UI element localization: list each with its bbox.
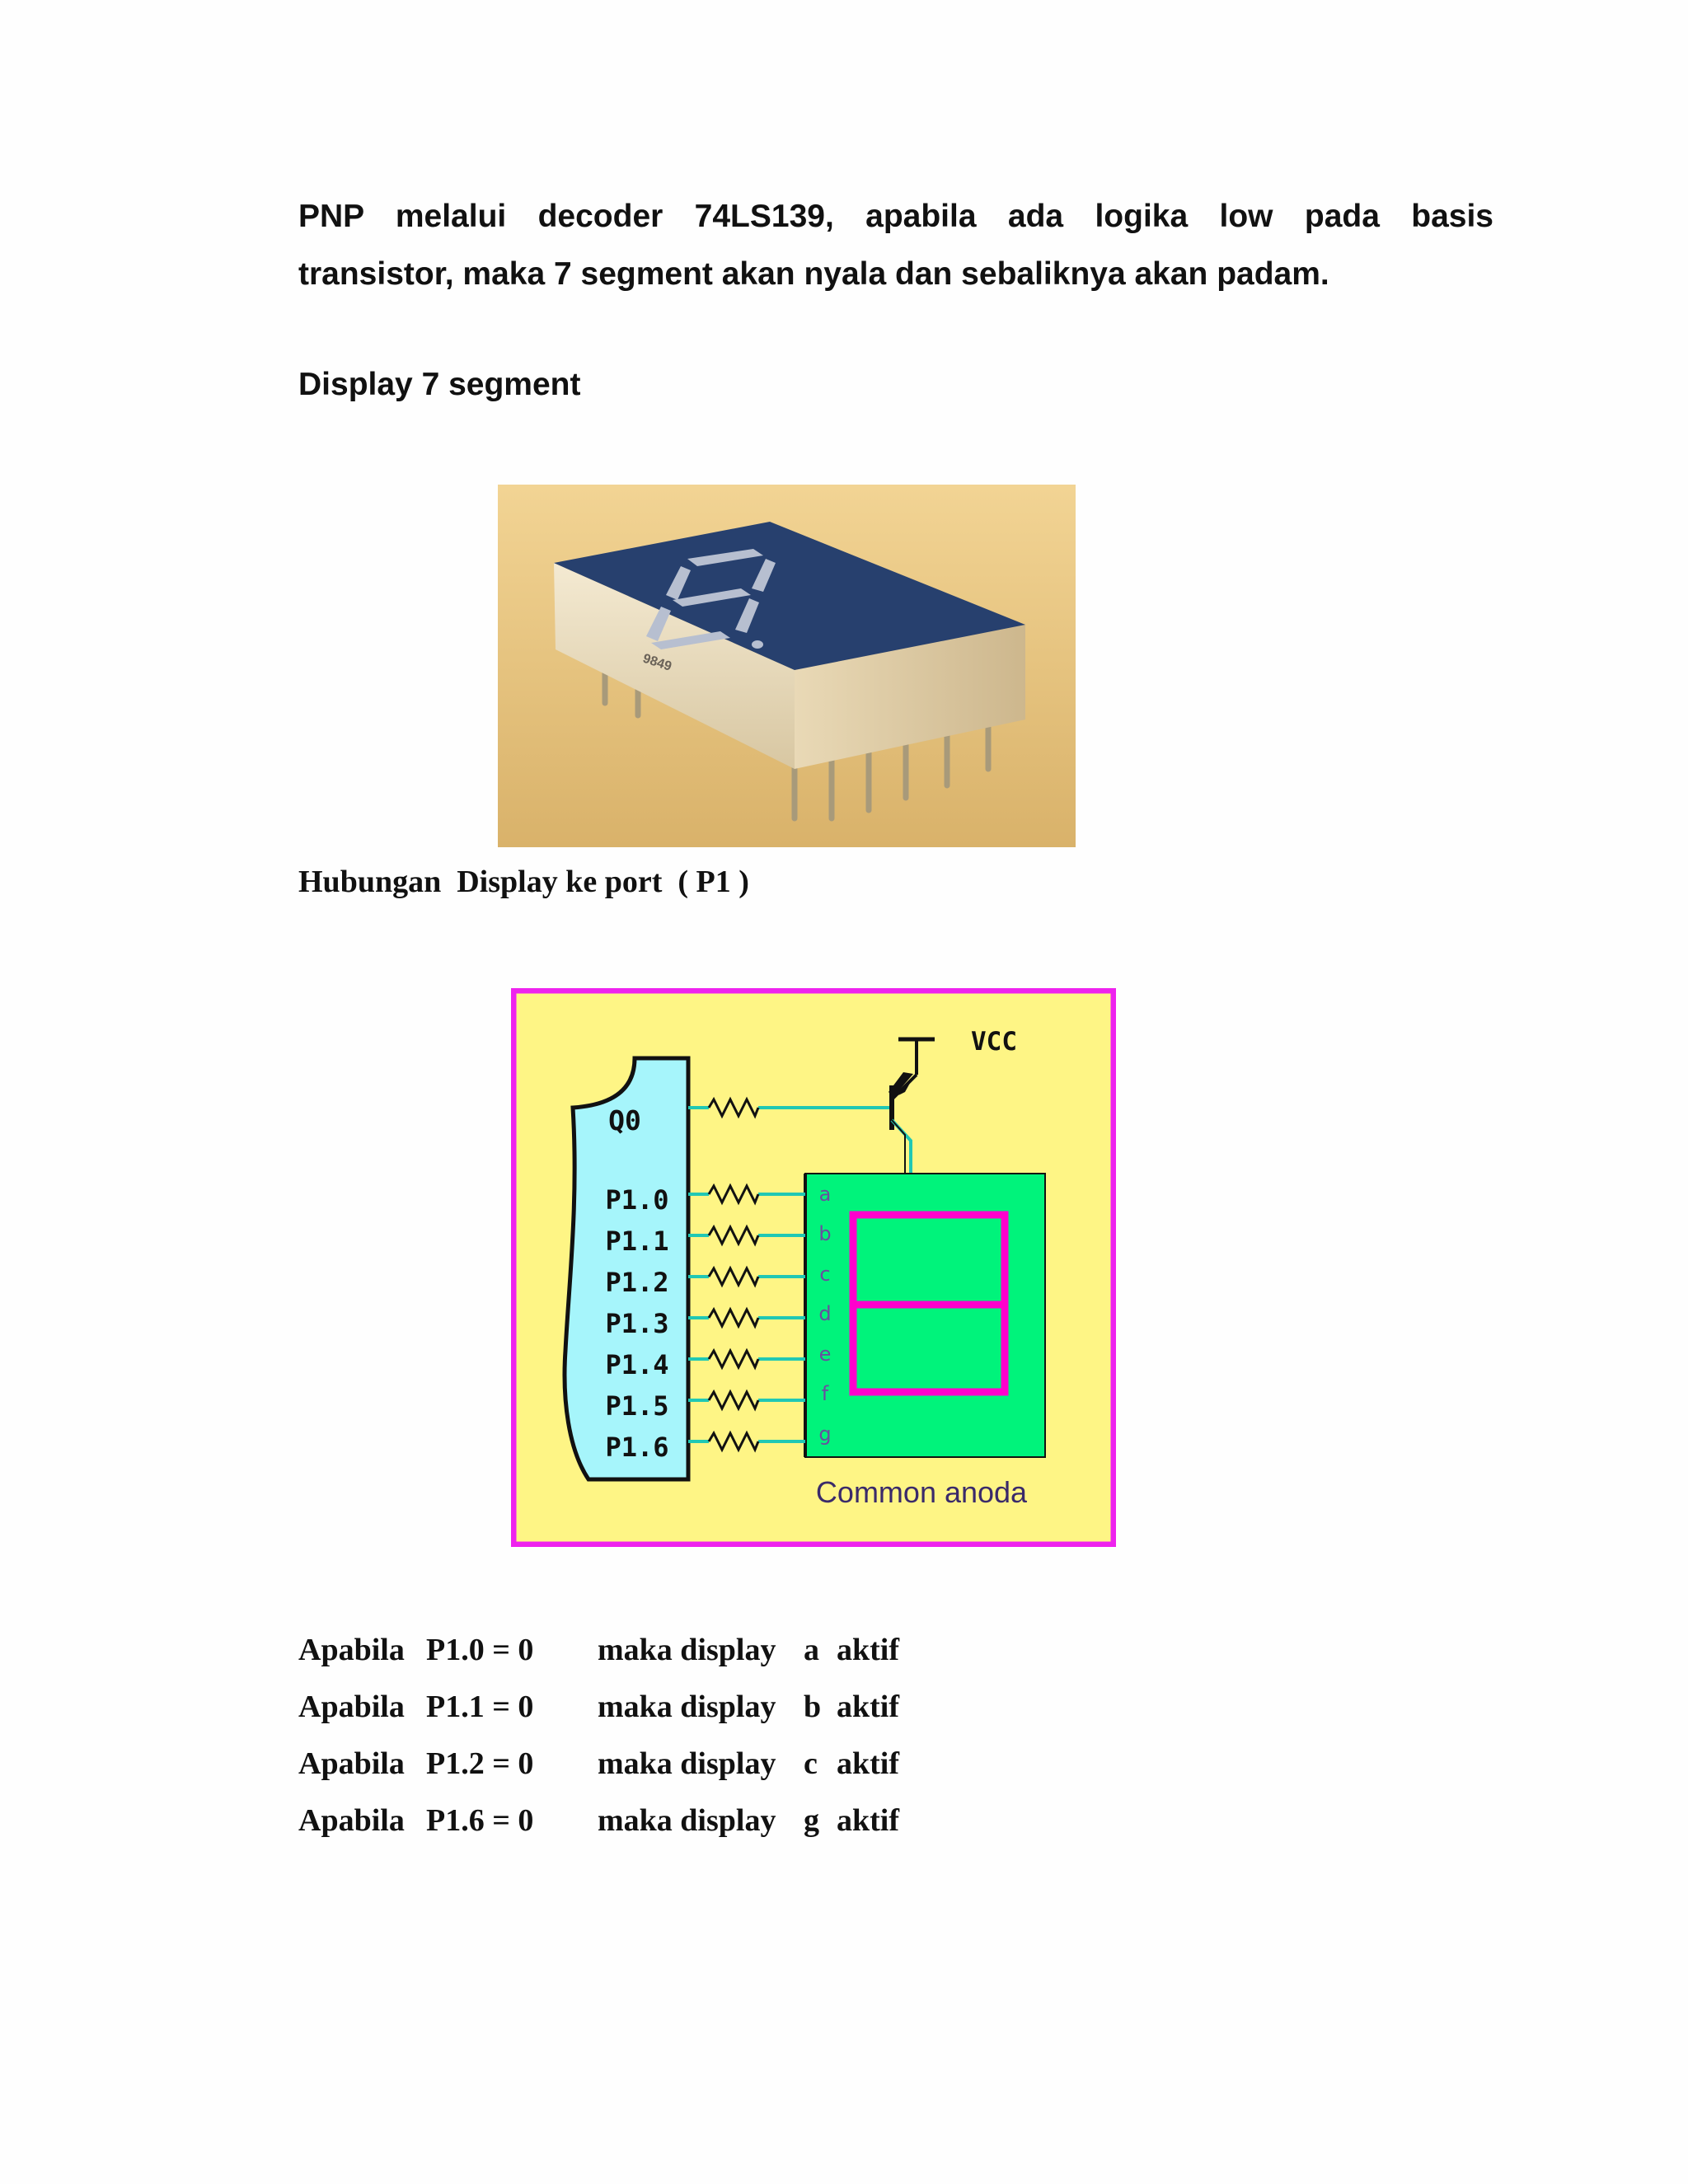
- intro-line-1: PNP melalui decoder 74LS139, apabila ada…: [298, 199, 1493, 234]
- port-label-p1-5: P1.5: [605, 1390, 668, 1422]
- intro-paragraph: PNP melalui decoder 74LS139, apabila ada…: [298, 188, 1493, 303]
- rule-word: Apabila: [298, 1803, 405, 1838]
- rule-row: Apabila P1.0 = 0 maka display a aktif: [298, 1632, 899, 1689]
- intro-line-2: transistor, maka 7 segment akan nyala da…: [298, 256, 1329, 292]
- rule-action: maka display: [598, 1746, 776, 1781]
- rule-row: Apabila P1.6 = 0 maka display g aktif: [298, 1802, 899, 1859]
- port-label-p1-1: P1.1: [605, 1226, 668, 1257]
- rule-port: P1.1 = 0: [426, 1690, 534, 1724]
- rule-port: P1.6 = 0: [426, 1803, 534, 1838]
- rule-word: Apabila: [298, 1633, 405, 1667]
- rule-word: Apabila: [298, 1746, 405, 1781]
- segment-label-f: f: [822, 1382, 829, 1405]
- diagram-caption: Hubungan Display ke port ( P1 ): [298, 865, 749, 899]
- resistor-q0: [707, 1096, 760, 1119]
- port-label-p1-6: P1.6: [605, 1432, 668, 1463]
- rule-state: aktif: [837, 1690, 899, 1724]
- port-label-p1-2: P1.2: [605, 1267, 668, 1298]
- vcc-label: VCC: [971, 1027, 1017, 1057]
- rule-state: aktif: [837, 1803, 899, 1838]
- rule-segment: a: [804, 1633, 819, 1667]
- segment-label-c: c: [819, 1263, 830, 1286]
- segment-label-b: b: [818, 1222, 831, 1245]
- digit-segments: [646, 549, 776, 649]
- rule-action: maka display: [598, 1690, 776, 1724]
- rule-port: P1.0 = 0: [426, 1633, 534, 1667]
- seven-segment-photo: 9849: [498, 485, 1076, 847]
- q0-label: Q0: [608, 1104, 641, 1137]
- common-anoda-label: Common anoda: [816, 1475, 1028, 1509]
- port-label-p1-3: P1.3: [605, 1308, 668, 1339]
- segment-wires: [688, 1183, 805, 1453]
- port-label-p1-0: P1.0: [605, 1184, 668, 1216]
- rule-port: P1.2 = 0: [426, 1746, 534, 1781]
- rule-row: Apabila P1.1 = 0 maka display b aktif: [298, 1689, 899, 1746]
- port-label-p1-4: P1.4: [605, 1349, 668, 1380]
- rule-action: maka display: [598, 1633, 776, 1667]
- rule-segment: g: [804, 1803, 819, 1838]
- rule-segment: c: [804, 1746, 818, 1781]
- decimal-point: [752, 640, 763, 649]
- section-heading: Display 7 segment: [298, 367, 581, 402]
- rule-action: maka display: [598, 1803, 776, 1838]
- port-block: [562, 1056, 691, 1482]
- segment-label-d: d: [818, 1302, 831, 1325]
- circuit-diagram: Q0 P1.0 P1.1 P1.2 P1.3 P1.4 P1.5 P1.6 VC…: [511, 988, 1116, 1547]
- segment-label-e: e: [819, 1343, 832, 1366]
- transistor-arrow: [889, 1072, 913, 1097]
- rules-list: Apabila P1.0 = 0 maka display a aktif Ap…: [298, 1632, 899, 1859]
- rule-state: aktif: [837, 1633, 899, 1667]
- lower-digit-frame: [849, 1301, 1009, 1396]
- rule-row: Apabila P1.2 = 0 maka display c aktif: [298, 1746, 899, 1802]
- segment-label-g: g: [818, 1422, 831, 1446]
- rule-segment: b: [804, 1690, 822, 1724]
- rule-word: Apabila: [298, 1690, 405, 1724]
- segment-label-a: a: [819, 1183, 832, 1206]
- rule-state: aktif: [837, 1746, 899, 1781]
